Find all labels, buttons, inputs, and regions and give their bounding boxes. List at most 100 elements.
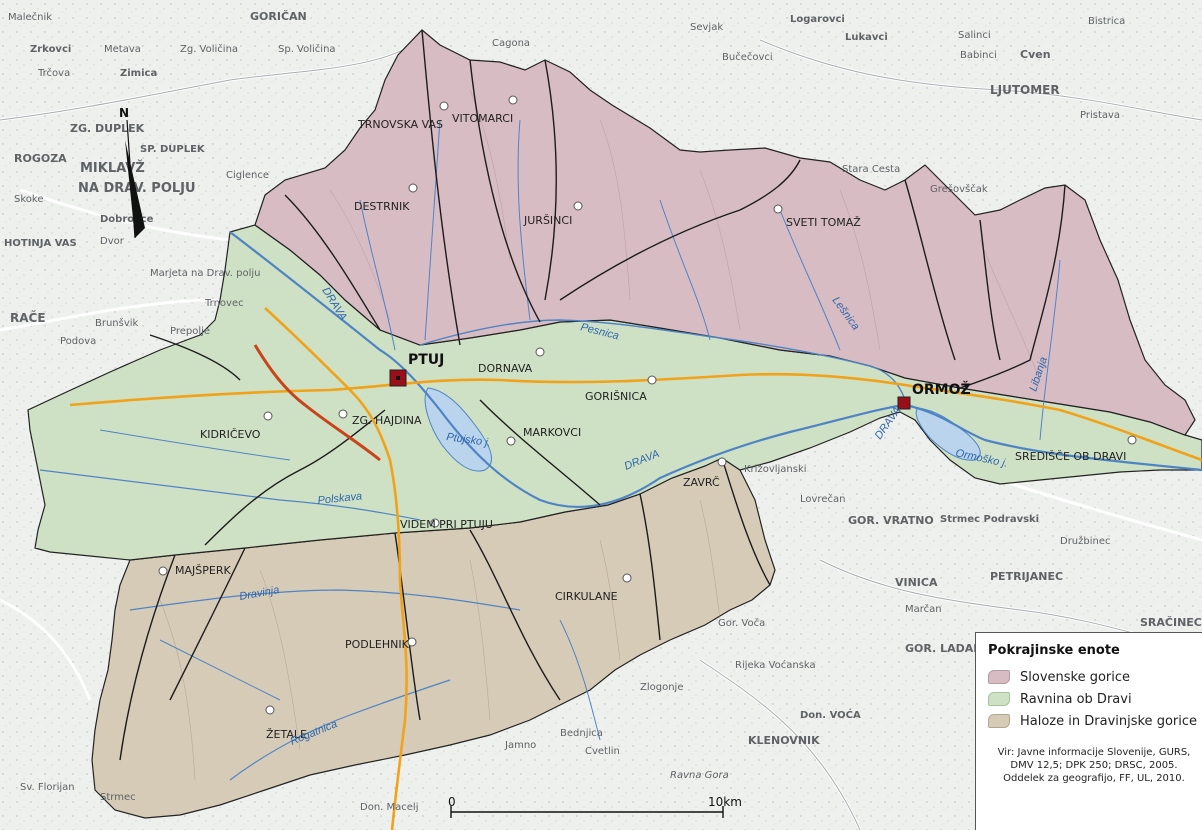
label-strmec: Strmec	[100, 792, 136, 803]
label-krizovljanski: Križovljanski	[744, 463, 807, 475]
label-klenovnik: KLENOVNIK	[748, 734, 820, 747]
label-stara-cesta: Stara Cesta	[842, 164, 900, 175]
label-miklavz: MIKLAVŽ	[80, 160, 145, 176]
label-na-drav-polju: NA DRAV. POLJU	[78, 181, 196, 196]
source-line-2: DMV 12,5; DPK 250; DRSC, 2005.	[1010, 760, 1178, 771]
bg-place-labels: GORIČAN Sp. Voličina Zg. Voličina ZG. DU…	[4, 10, 1202, 813]
place-labels: TRNOVSKA VAS VITOMARCI DESTRNIK JURŠINCI…	[175, 112, 1126, 741]
label-kidricevo: KIDRIČEVO	[200, 428, 261, 441]
label-zg-duplek: ZG. DUPLEK	[70, 122, 145, 135]
settlement-markers	[158, 95, 1137, 715]
legend-panel: Pokrajinske enote Slovenske gorice Ravni…	[975, 632, 1202, 830]
label-dvor: Dvor	[100, 236, 125, 247]
rivers	[39, 119, 1202, 781]
terrain-hatching-haloze	[159, 499, 721, 781]
label-logarovci: Logarovci	[790, 14, 845, 25]
label-bucecovci: Bučečovci	[722, 51, 773, 63]
river-pesnica	[419, 319, 906, 401]
label-dornava: DORNAVA	[478, 362, 533, 375]
label-brunsvik: Brunšvik	[95, 317, 139, 329]
label-marcan: Marčan	[905, 603, 942, 615]
river-lesnica	[779, 209, 841, 351]
legend-label-haloze: Haloze in Dravinjske gorice	[1020, 713, 1197, 729]
label-jamno: Jamno	[504, 740, 536, 751]
label-prepolje: Prepolje	[170, 326, 210, 337]
label-gresovscak: Grešovščak	[930, 183, 988, 195]
river-libanja	[1039, 259, 1061, 441]
label-pristava: Pristava	[1080, 110, 1120, 121]
label-gor-voca: Gor. Voča	[718, 617, 765, 629]
town-marker-ptuj-center	[396, 376, 400, 380]
legend-label-slovenske: Slovenske gorice	[1020, 669, 1131, 685]
label-polskava: Polskava	[317, 490, 363, 507]
source-line-3: Oddelek za geografijo, FF, UL, 2010.	[1003, 773, 1185, 784]
label-ljutomer: LJUTOMER	[990, 83, 1060, 97]
source-line-1: Vir: Javne informacije Slovenije, GURS,	[997, 747, 1191, 758]
river-polskava	[39, 469, 421, 521]
town-marker-ormoz[interactable]	[897, 396, 911, 410]
legend-item-haloze: Haloze in Dravinjske gorice	[988, 710, 1202, 732]
label-don-macelj: Don. Macelj	[360, 802, 418, 813]
label-gorisnica: GORIŠNICA	[585, 390, 647, 403]
label-zavrc: ZAVRČ	[683, 476, 720, 489]
label-zetale: ŽETALE	[266, 728, 307, 741]
label-bistrica: Bistrica	[1088, 16, 1125, 27]
river-drava	[229, 231, 1202, 509]
legend-item-slovenske: Slovenske gorice	[988, 666, 1202, 688]
legend-title: Pokrajinske enote	[988, 643, 1120, 658]
roads-motorway	[253, 344, 381, 462]
legend-swatch-haloze	[988, 714, 1010, 728]
label-trcova: Trčova	[37, 67, 70, 79]
label-babinci: Babinci	[960, 50, 997, 61]
label-marjeta: Marjeta na Drav. polju	[150, 268, 260, 279]
scale-bar: 0 10km	[448, 795, 742, 818]
label-podova: Podova	[60, 336, 96, 347]
river-rogatnica	[229, 679, 451, 781]
label-gor-ladanje: GOR. LADANJE	[905, 642, 994, 655]
roads-main	[69, 307, 1202, 830]
label-zimica: Zimica	[120, 68, 157, 79]
label-ravna-gora: Ravna Gora	[670, 770, 729, 781]
label-ptuj: PTUJ	[408, 352, 444, 368]
north-arrow: N	[119, 106, 145, 239]
label-sevjak: Sevjak	[690, 22, 723, 33]
label-zg-hajdina: ZG. HAJDINA	[352, 414, 422, 427]
scale-end: 10km	[708, 795, 742, 809]
legend-source: Vir: Javne informacije Slovenije, GURS, …	[988, 746, 1200, 785]
label-trnovska-vas: TRNOVSKA VAS	[357, 118, 443, 131]
label-malecnik: Malečnik	[8, 11, 52, 23]
label-videm-pri-ptuju: VIDEM PRI PTUJU	[400, 518, 493, 531]
label-cven: Cven	[1020, 48, 1051, 61]
label-hotinja: HOTINJA VAS	[4, 238, 77, 249]
label-trnovec: Trnovec	[204, 298, 244, 309]
label-rijeka-vocanska: Rijeka Voćanska	[735, 659, 816, 671]
label-cagona: Cagona	[492, 38, 530, 49]
river-dravinja	[129, 589, 521, 611]
label-skoke: Skoke	[14, 194, 44, 205]
watersheds	[119, 29, 1066, 761]
label-dobrovce: Dobrovce	[100, 214, 154, 225]
label-sp-duplek: SP. DUPLEK	[140, 144, 206, 155]
legend-item-ravnina: Ravnina ob Dravi	[988, 688, 1202, 710]
label-sredisce-ob-dravi: SREDIŠČE OB DRAVI	[1015, 450, 1126, 463]
label-vitomarci: VITOMARCI	[452, 112, 513, 125]
label-petrijanec: PETRIJANEC	[990, 570, 1063, 583]
label-bednjica: Bednjica	[560, 728, 603, 739]
label-markovci: MARKOVCI	[523, 426, 581, 439]
label-zlogonje: Zlogonje	[640, 682, 683, 693]
label-metava: Metava	[104, 44, 141, 55]
label-majsperk: MAJŠPERK	[175, 564, 231, 577]
label-lovrecan: Lovrečan	[800, 493, 845, 505]
label-strmec-podravski: Strmec Podravski	[940, 514, 1039, 525]
legend-swatch-ravnina	[988, 692, 1010, 706]
legend-swatch-slovenske	[988, 670, 1010, 684]
north-label: N	[119, 106, 129, 120]
label-cirkulane: CIRKULANE	[555, 590, 618, 603]
label-podlehnik: PODLEHNIK	[345, 638, 410, 651]
label-gor-vratno: GOR. VRATNO	[848, 514, 934, 527]
label-gorican: GORIČAN	[250, 10, 307, 23]
label-cvetlin: Cvetlin	[585, 746, 620, 757]
scale-start: 0	[448, 795, 456, 809]
